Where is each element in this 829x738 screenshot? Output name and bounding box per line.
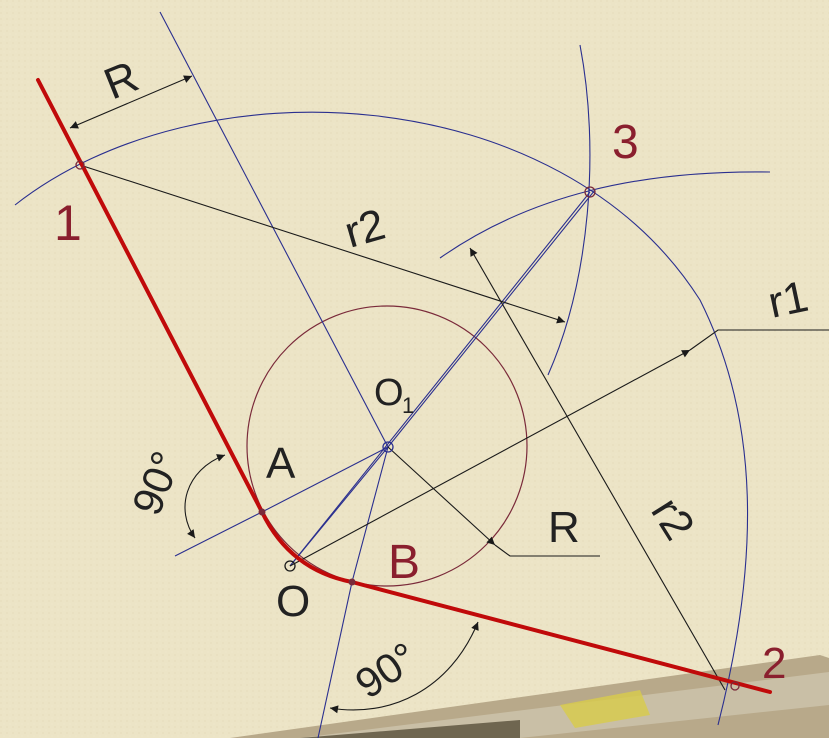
- dim-r2-bottom: [469, 247, 726, 691]
- line-top-through-o1: [159, 11, 389, 448]
- dim-r1: [289, 349, 691, 567]
- point-b-marker: [348, 578, 356, 586]
- angle-arc-left: [184, 454, 226, 539]
- point-2-marker: [730, 681, 740, 691]
- label-point-a: A: [266, 439, 296, 488]
- point-o-marker: [284, 560, 296, 572]
- arc-r2-right: [547, 44, 591, 376]
- dim-r-top: [69, 75, 193, 129]
- red-fillet-line: [36, 78, 772, 694]
- point-a-marker: [258, 508, 266, 516]
- label-point-b: B: [388, 536, 420, 589]
- dim-r-leader: [494, 544, 600, 557]
- line-o1-to-a: [261, 446, 389, 513]
- label-point-o1-subscript: 1: [402, 393, 414, 418]
- point-3-marker: [584, 186, 596, 198]
- label-point-o: O: [276, 577, 310, 626]
- point-o1-marker: [382, 441, 394, 453]
- pen-highlight: [560, 690, 650, 728]
- arc-r2-top: [439, 171, 771, 259]
- dim-r-center: [387, 446, 496, 546]
- line-3-to-o1: [387, 189, 596, 448]
- label-point-1: 1: [54, 195, 82, 251]
- dim-r2-top: [79, 164, 566, 324]
- point-markers: [75, 160, 740, 691]
- line-3-to-o: [289, 191, 591, 567]
- circle-o1: [246, 305, 528, 587]
- label-radius-r-center: R: [548, 503, 580, 552]
- label-point-o1: O: [374, 372, 404, 414]
- point-1-marker: [75, 160, 85, 170]
- angle-arc-bottom: [329, 621, 479, 714]
- label-point-2: 2: [762, 639, 786, 688]
- dim-r1-leader: [689, 329, 829, 351]
- pen-shadow: [300, 720, 520, 738]
- line-o1-to-b: [351, 446, 389, 583]
- label-point-3: 3: [612, 116, 639, 169]
- arc-r1: [14, 111, 749, 726]
